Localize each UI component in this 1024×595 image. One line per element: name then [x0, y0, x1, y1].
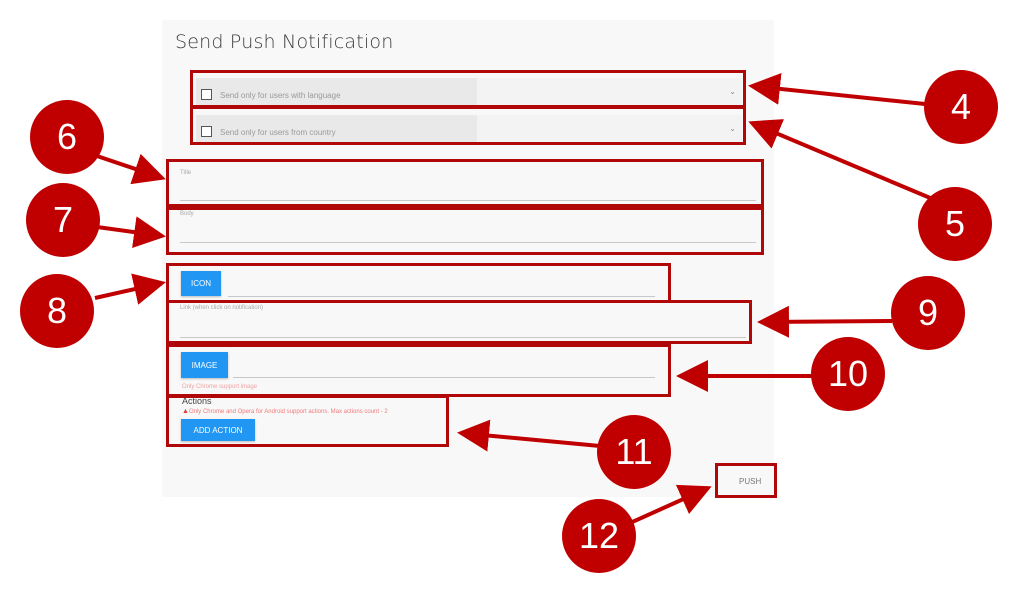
arrow-6 — [96, 153, 166, 185]
country-checkbox[interactable] — [201, 126, 212, 137]
highlight-box-7 — [166, 207, 764, 255]
image-hint: Only Chrome support image — [182, 384, 258, 390]
actions-warning-text: Only Chrome and Opera for Android suppor… — [188, 409, 388, 415]
warning-icon: ▲ — [182, 408, 189, 415]
image-url-input[interactable] — [233, 377, 655, 378]
language-filter-label: Send only for users with language — [220, 91, 341, 100]
country-select[interactable]: ⌄ — [477, 115, 742, 145]
chevron-down-icon: ⌄ — [729, 124, 736, 133]
badge-4: 4 — [924, 70, 998, 144]
country-filter-row: Send only for users from country ⌄ — [196, 115, 742, 145]
push-button[interactable]: PUSH — [739, 477, 762, 486]
arrow-12 — [629, 484, 712, 525]
highlight-box-11 — [166, 395, 449, 447]
country-filter-label: Send only for users from country — [220, 128, 336, 137]
arrow-4 — [748, 72, 926, 106]
badge-8: 8 — [20, 274, 94, 348]
chevron-down-icon: ⌄ — [729, 87, 736, 96]
image-button[interactable]: IMAGE — [181, 352, 228, 378]
language-filter-row: Send only for users with language ⌄ — [196, 78, 742, 108]
language-select[interactable]: ⌄ — [477, 78, 742, 108]
actions-warning: ▲Only Chrome and Opera for Android suppo… — [182, 408, 388, 415]
add-action-button[interactable]: ADD ACTION — [181, 419, 255, 441]
arrow-7 — [96, 216, 166, 249]
arrow-11 — [457, 419, 601, 452]
badge-6: 6 — [30, 100, 104, 174]
body-input[interactable] — [180, 242, 756, 243]
highlight-box-12 — [715, 463, 777, 498]
page-title: Send Push Notification — [175, 31, 394, 53]
body-field-label: Body — [180, 211, 194, 217]
actions-label: Actions — [182, 396, 212, 406]
highlight-box-6 — [166, 159, 764, 207]
link-input[interactable] — [180, 337, 746, 338]
icon-button[interactable]: ICON — [181, 271, 221, 296]
country-filter-checkbox-area[interactable]: Send only for users from country — [196, 115, 477, 145]
badge-12: 12 — [562, 499, 636, 573]
title-field-label: Title — [180, 170, 192, 176]
arrow-5 — [748, 119, 936, 202]
icon-url-input[interactable] — [228, 296, 655, 297]
highlight-box-5 — [190, 106, 746, 145]
badge-11: 11 — [597, 415, 671, 489]
link-field-label: Link (when click on notification) — [180, 305, 264, 311]
title-input[interactable] — [180, 200, 756, 201]
badge-5: 5 — [918, 187, 992, 261]
language-checkbox[interactable] — [201, 89, 212, 100]
highlight-box-9 — [166, 300, 752, 344]
language-filter-checkbox-area[interactable]: Send only for users with language — [196, 78, 477, 108]
badge-10: 10 — [811, 337, 885, 411]
badge-7: 7 — [26, 183, 100, 257]
arrow-8 — [94, 273, 166, 305]
badge-9: 9 — [891, 276, 965, 350]
arrow-9 — [757, 305, 893, 338]
